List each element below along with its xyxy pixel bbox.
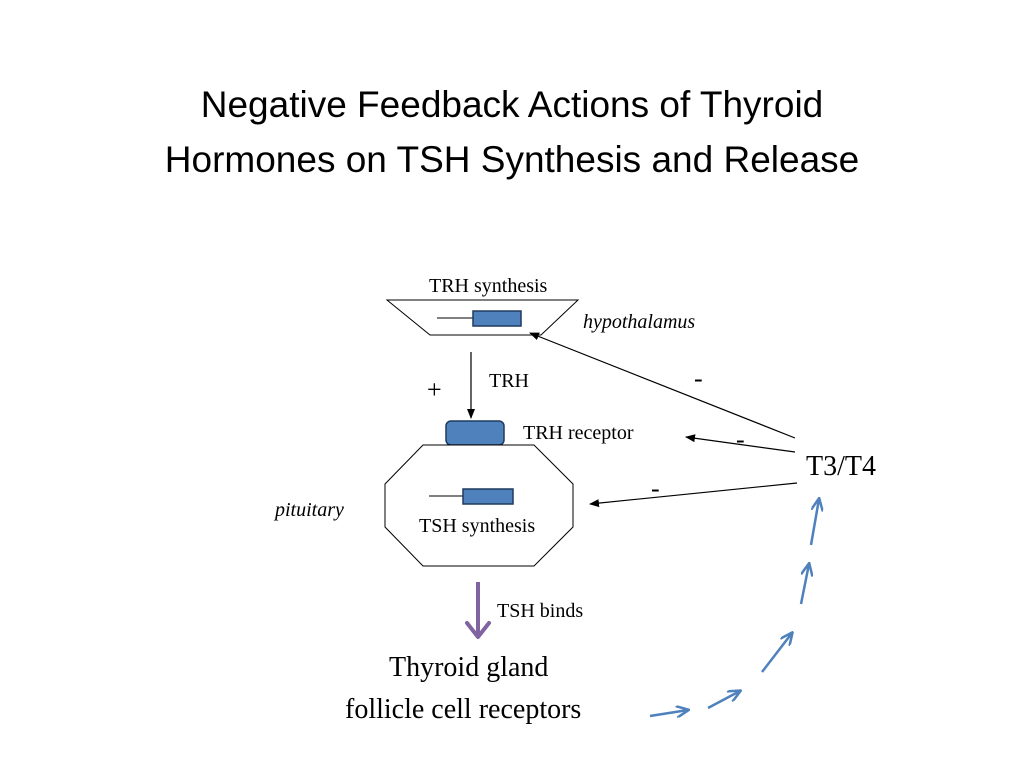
trh-synthesis-label: TRH synthesis [429,275,548,297]
pituitary-label: pituitary [273,499,344,521]
minus-sign-hypothalamus: - [694,364,703,393]
t3t4-label: T3/T4 [806,451,876,482]
trh-gene-box [472,310,522,327]
trh-label: TRH [489,370,529,392]
return-arrow-3 [761,633,792,673]
tsh-binds-label: TSH binds [497,600,583,622]
feedback-arrow-pituitary [589,482,798,508]
minus-sign-pituitary: - [651,474,660,503]
trh-receptor-box [445,420,505,446]
plus-sign: + [427,375,442,404]
slide-title-line-1: Negative Feedback Actions of Thyroid [200,84,824,125]
return-arrow-5 [809,499,819,546]
trh-receptor-label: TRH receptor [523,422,634,444]
tsh-arrow-head [465,621,491,639]
follicle-cell-receptors-label: follicle cell receptors [345,694,581,725]
return-arrow-1 [649,710,688,716]
tsh-gene-box [462,488,514,505]
return-arrow-2 [707,691,740,710]
thyroid-gland-label: Thyroid gland [389,652,548,683]
tsh-synthesis-label: TSH synthesis [419,515,535,537]
hypothalamus-label: hypothalamus [583,311,695,333]
slide-title-line-2: Hormones on TSH Synthesis and Release [164,139,860,180]
minus-sign-receptor: - [736,425,745,454]
return-arrow-4 [799,564,809,605]
pituitary-shape [384,444,574,567]
feedback-arrow-receptor [685,434,796,453]
feedback-arrow-hypothalamus [529,332,796,439]
